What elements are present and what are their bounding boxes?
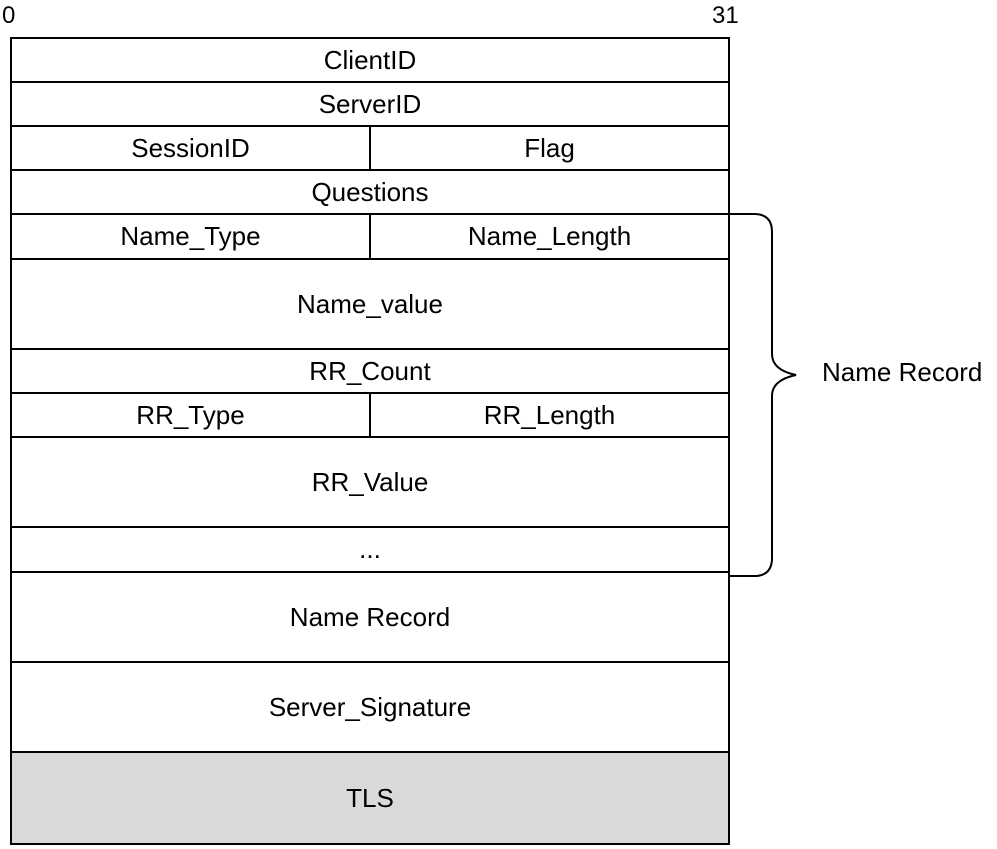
field-server-id: ServerID (318, 88, 422, 119)
field-name-value: Name_value (297, 288, 443, 319)
field-name-length: Name_Length (369, 215, 728, 258)
field-server-signature: Server_Signature (268, 691, 472, 722)
row-rr-count: RR_Count (12, 350, 728, 394)
field-rr-length: RR_Length (369, 394, 728, 436)
field-questions: Questions (311, 176, 429, 207)
bit-end-label: 31 (712, 2, 739, 29)
field-ellipsis: ... (359, 534, 381, 564)
row-tls: TLS (12, 753, 728, 845)
row-server-id: ServerID (12, 83, 728, 127)
packet-format-table: ClientID ServerID SessionID Flag Questio… (10, 37, 730, 845)
name-record-brace-icon (730, 213, 797, 577)
row-client-id: ClientID (12, 39, 728, 83)
row-name-type-length: Name_Type Name_Length (12, 215, 728, 260)
field-rr-value: RR_Value (311, 466, 429, 497)
row-rr-value: RR_Value (12, 438, 728, 528)
row-questions: Questions (12, 171, 728, 215)
field-session-id: SessionID (131, 132, 250, 163)
bit-start-label: 0 (2, 2, 16, 29)
row-server-signature: Server_Signature (12, 663, 728, 753)
row-session-flag: SessionID Flag (12, 127, 728, 171)
field-flag: Flag (369, 127, 728, 169)
row-rr-type-length: RR_Type RR_Length (12, 394, 728, 438)
field-name-record: Name Record (289, 601, 451, 632)
field-name-type: Name_Type (120, 221, 261, 251)
row-name-record: Name Record (12, 573, 728, 663)
field-rr-type: RR_Type (136, 399, 245, 430)
field-client-id: ClientID (323, 44, 417, 75)
name-record-brace-label: Name Record (822, 357, 983, 387)
field-tls: TLS (346, 782, 394, 813)
row-name-value: Name_value (12, 260, 728, 350)
row-ellipsis: ... (12, 528, 728, 573)
field-rr-count: RR_Count (309, 355, 431, 386)
